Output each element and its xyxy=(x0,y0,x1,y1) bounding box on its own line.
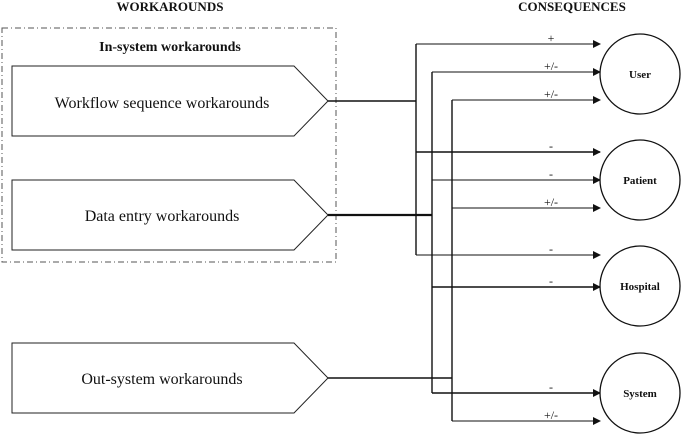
arrow-sign: +/- xyxy=(544,87,558,101)
workflow-label: Workflow sequence workarounds xyxy=(55,95,270,112)
arrow-sign: - xyxy=(549,274,553,288)
consequence-system: System xyxy=(599,352,681,434)
workflow-shape xyxy=(11,65,329,137)
consequence-user: User xyxy=(599,33,681,115)
data-entry-shape xyxy=(11,179,329,251)
hospital-label: Hospital xyxy=(620,281,660,293)
workaround-data-entry: Data entry workarounds xyxy=(11,179,329,251)
arrow-sign: - xyxy=(549,242,553,256)
arrow-workflow-hospital: - xyxy=(416,242,601,259)
arrow-workflow-patient: - xyxy=(416,139,601,156)
arrow-data-entry-patient: - xyxy=(432,167,601,184)
arrow-sign: - xyxy=(549,380,553,394)
patient-circle xyxy=(599,139,681,221)
user-label: User xyxy=(629,69,651,81)
system-label: System xyxy=(623,388,657,400)
arrow-out-system-system-2: +/- xyxy=(452,408,601,425)
arrow-sign: - xyxy=(549,139,553,153)
arrow-sign: - xyxy=(549,167,553,181)
system-circle xyxy=(599,352,681,434)
data-entry-label: Data entry workarounds xyxy=(85,208,240,225)
workaround-workflow: Workflow sequence workarounds xyxy=(11,65,329,137)
out-system-shape xyxy=(11,342,329,414)
arrow-sign: + xyxy=(548,31,555,45)
workaround-out-system: Out-system workarounds xyxy=(11,342,329,414)
arrow-sign: +/- xyxy=(544,59,558,73)
in-system-group-title: In-system workarounds xyxy=(99,40,241,55)
arrow-out-system-user: +/- xyxy=(452,87,601,104)
arrow-workflow-user: + xyxy=(416,31,601,48)
arrow-data-entry-user: +/- xyxy=(432,59,601,76)
workarounds-header: WORKAROUNDS xyxy=(117,0,224,14)
in-system-group-box xyxy=(1,27,337,263)
consequence-hospital: Hospital xyxy=(599,245,681,327)
out-system-label: Out-system workarounds xyxy=(81,371,242,388)
arrow-sign: +/- xyxy=(544,408,558,422)
patient-label: Patient xyxy=(623,175,657,187)
hospital-circle xyxy=(599,245,681,327)
arrow-sign: +/- xyxy=(544,195,558,209)
arrow-out-system-patient: +/- xyxy=(452,195,601,212)
arrow-out-system-system-1: - xyxy=(432,380,601,397)
arrow-data-entry-hospital: - xyxy=(432,274,601,291)
consequences-header: CONSEQUENCES xyxy=(518,0,626,14)
user-circle xyxy=(599,33,681,115)
consequence-patient: Patient xyxy=(599,139,681,221)
